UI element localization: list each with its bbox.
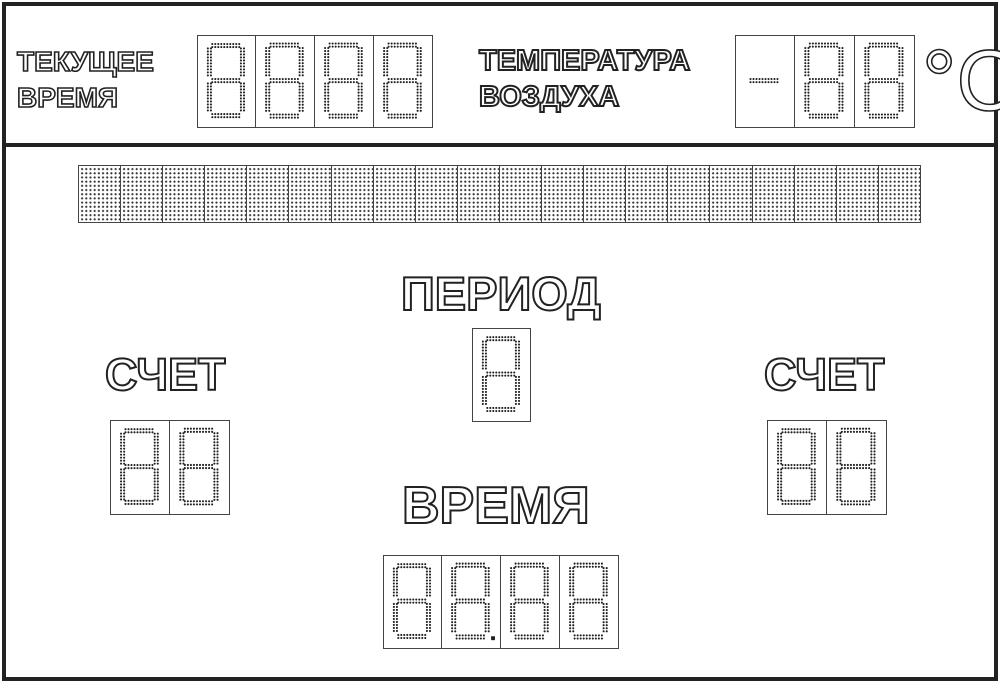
- clock-display: [197, 35, 433, 128]
- matrix-module: [247, 166, 290, 222]
- digit-cell: [110, 420, 170, 515]
- matrix-module: [415, 166, 458, 222]
- away-score-label: СЧЕТ: [763, 349, 885, 400]
- matrix-module: [752, 166, 795, 222]
- matrix-module: [584, 166, 627, 222]
- digit-segments: [569, 562, 608, 640]
- digit-cell: [374, 35, 433, 128]
- digit-segments: [836, 427, 876, 506]
- temperature-display: [735, 35, 915, 128]
- matrix-module: [205, 166, 248, 222]
- matrix-module: [121, 166, 164, 222]
- digit-cell: [735, 35, 795, 128]
- matrix-module: [878, 166, 920, 222]
- matrix-module: [373, 166, 416, 222]
- matrix-module: [542, 166, 585, 222]
- digit-cell: [795, 35, 855, 128]
- period-display: [472, 328, 531, 422]
- digit-segments: [776, 428, 816, 506]
- decimal-point: [491, 636, 495, 641]
- digit-cell: [442, 555, 501, 649]
- message-line-display: [78, 165, 921, 223]
- digit-segments: [451, 562, 495, 641]
- digit-cell: [855, 35, 915, 128]
- digit-segments: [265, 42, 304, 119]
- matrix-module: [457, 166, 500, 222]
- digit-segments: [179, 427, 219, 506]
- matrix-module: [289, 166, 332, 222]
- digit-segments: [481, 336, 521, 413]
- digit-cell: [256, 35, 315, 128]
- game-time-display: [383, 555, 619, 649]
- period-label: ПЕРИОД: [400, 267, 602, 320]
- temp-label-line2: ВОЗДУХА: [478, 81, 620, 113]
- digit-segments: [864, 42, 904, 119]
- digit-segments: [510, 562, 549, 640]
- digit-segments: [392, 563, 432, 640]
- digit-cell: [827, 420, 887, 515]
- matrix-module: [499, 166, 543, 222]
- digit-segments: [119, 428, 159, 506]
- home-score-label: СЧЕТ: [104, 349, 226, 400]
- away-score-display: [767, 420, 887, 515]
- matrix-module: [794, 166, 837, 222]
- clock-label-line2: ВРЕМЯ: [16, 82, 119, 113]
- matrix-module: [626, 166, 669, 222]
- digit-cell: [197, 35, 256, 128]
- game-time-label: ВРЕМЯ: [401, 477, 591, 535]
- minus-segment: [749, 77, 780, 84]
- clock-label-line1: ТЕКУЩЕЕ: [16, 46, 154, 77]
- digit-segments: [383, 42, 422, 119]
- digit-segments: [804, 42, 844, 119]
- digit-cell: [560, 555, 619, 649]
- celsius-unit: °C: [921, 33, 1000, 129]
- matrix-module: [163, 166, 206, 222]
- digit-cell: [170, 420, 230, 515]
- matrix-module: [836, 166, 879, 222]
- matrix-module: [331, 166, 374, 222]
- digit-cell: [472, 328, 531, 422]
- digit-cell: [501, 555, 560, 649]
- matrix-module: [79, 166, 122, 222]
- digit-segments: [206, 42, 246, 119]
- matrix-module: [710, 166, 753, 222]
- home-score-display: [110, 420, 230, 515]
- digit-cell: [767, 420, 827, 515]
- digit-cell: [383, 555, 442, 649]
- temp-label-line1: ТЕМПЕРАТУРА: [478, 45, 691, 77]
- digit-segments: [324, 42, 363, 119]
- matrix-module: [668, 166, 711, 222]
- digit-cell: [315, 35, 374, 128]
